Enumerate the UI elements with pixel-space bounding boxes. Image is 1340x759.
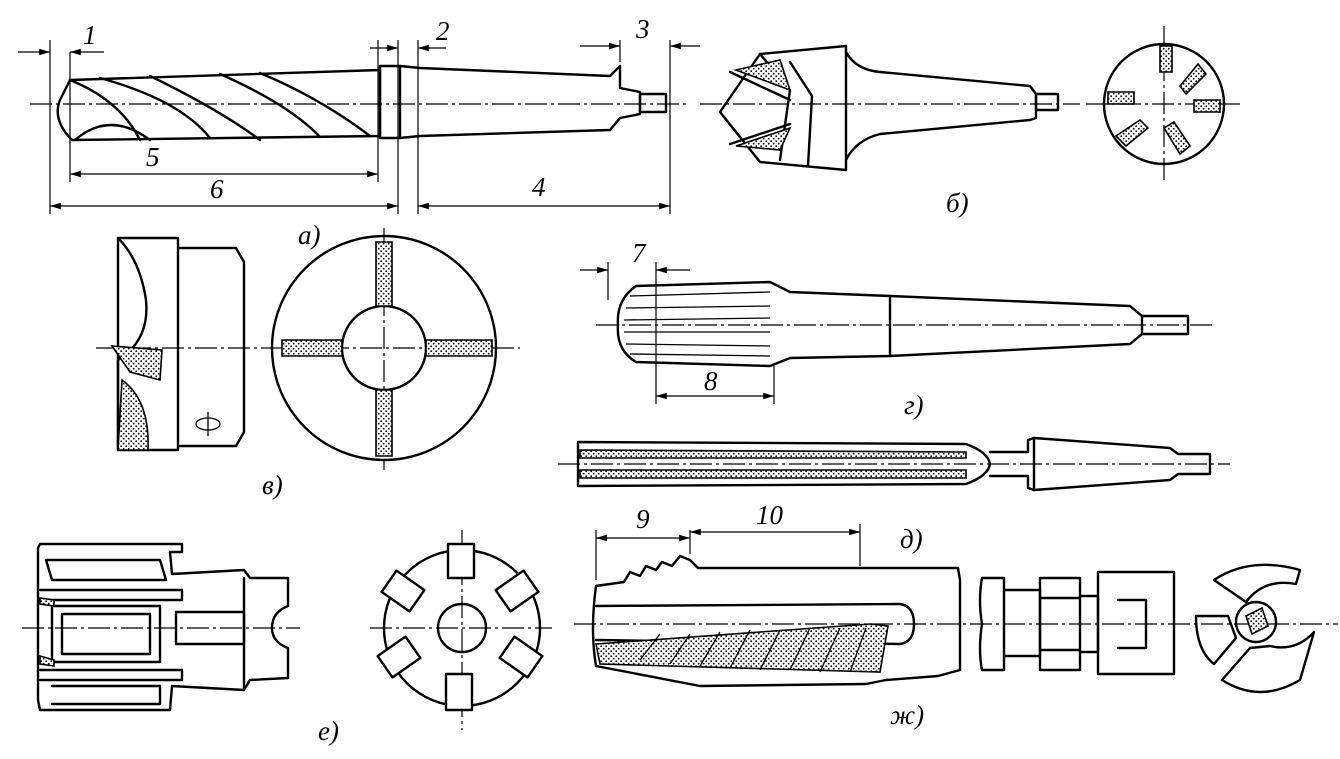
figure-v-shell-cutter: в) [96,228,520,500]
label-9: 9 [636,504,650,534]
figure-b-countersink: б) [700,26,1240,218]
label-7: 7 [632,238,647,268]
figure-label-d: д) [900,524,923,554]
label-3: 3 [635,14,650,44]
label-1: 1 [83,20,97,50]
figure-label-v: в) [262,470,283,500]
label-8: 8 [704,366,718,396]
figure-label-zh: ж) [890,700,924,730]
label-2: 2 [436,16,450,46]
figure-label-b: б) [946,188,969,218]
figure-label-a: а) [298,220,321,250]
figure-a-twist-drill: 1 2 3 4 5 6 а) [18,14,700,250]
figure-e-shell-reamer: е) [22,530,552,746]
figure-d-reamer: д) [558,436,1230,554]
figure-zh-tap: 9 10 ж) [574,500,1338,730]
figure-label-e: е) [318,716,339,746]
figure-label-g: г) [904,390,924,420]
figure-g-counterbore: 7 8 г) [580,238,1214,420]
label-5: 5 [146,142,160,172]
label-6: 6 [210,174,224,204]
label-10: 10 [756,500,784,530]
label-4: 4 [532,172,546,202]
